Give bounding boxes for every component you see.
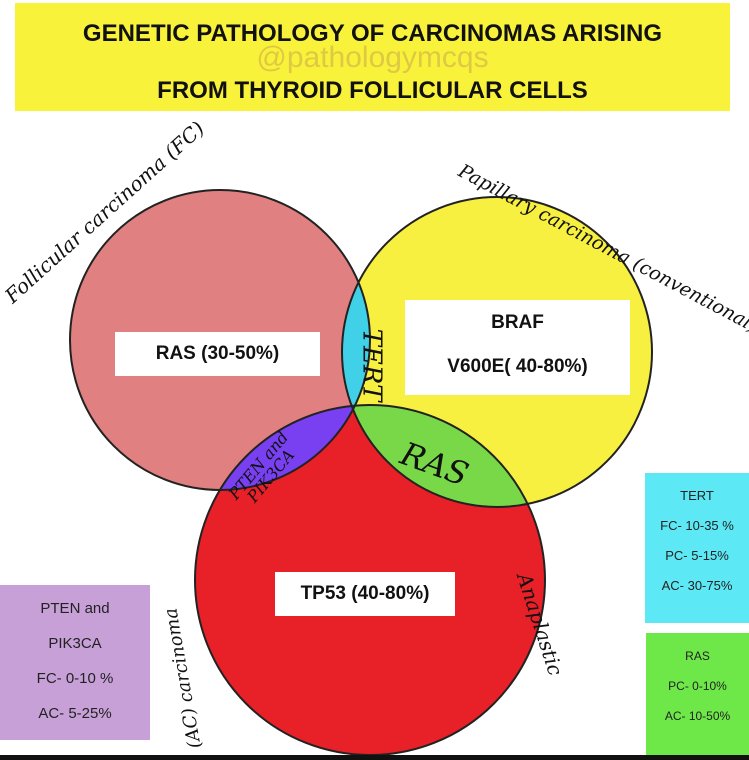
legend-line: PC- 0-10% [668, 679, 727, 693]
legend-line: FC- 0-10 % [36, 670, 114, 687]
legend-pten-pik3ca: PTEN and PIK3CA FC- 0-10 % AC- 5-25% [0, 585, 150, 740]
legend-line: AC- 10-50% [664, 709, 731, 723]
legend-line: TERT [680, 488, 714, 503]
legend-ras: RAS PC- 0-10% AC- 10-50% [646, 633, 749, 755]
legend-line: AC- 30-75% [661, 578, 733, 593]
legend-tert: TERT FC- 10-35 % PC- 5-15% AC- 30-75% [645, 473, 749, 623]
pc-mutation-box: BRAF V600E( 40-80%) [405, 300, 630, 395]
legend-line: PC- 5-15% [665, 548, 729, 563]
title-banner: GENETIC PATHOLOGY OF CARCINOMAS ARISING … [15, 3, 730, 111]
legend-line: AC- 5-25% [38, 705, 112, 722]
overlap-pc-ac [342, 405, 545, 507]
watermark: @pathologymcqs [256, 41, 489, 74]
legend-line: FC- 10-35 % [660, 518, 734, 533]
tert-overlap-label: TERT [356, 328, 387, 402]
ac-mutation-box: TP53 (40-80%) [275, 572, 455, 616]
title-line-2: FROM THYROID FOLLICULAR CELLS [157, 77, 588, 104]
title-line-1: GENETIC PATHOLOGY OF CARCINOMAS ARISING [82, 20, 663, 47]
legend-line: PTEN and [40, 600, 110, 617]
pc-mutation-line-1: BRAF [491, 312, 544, 333]
pc-mutation-line-2: V600E( 40-80%) [447, 356, 588, 377]
legend-line: RAS [685, 649, 710, 663]
fc-mutation-box: RAS (30-50%) [115, 332, 320, 376]
bottom-bar [0, 755, 749, 760]
legend-line: PIK3CA [48, 635, 102, 652]
